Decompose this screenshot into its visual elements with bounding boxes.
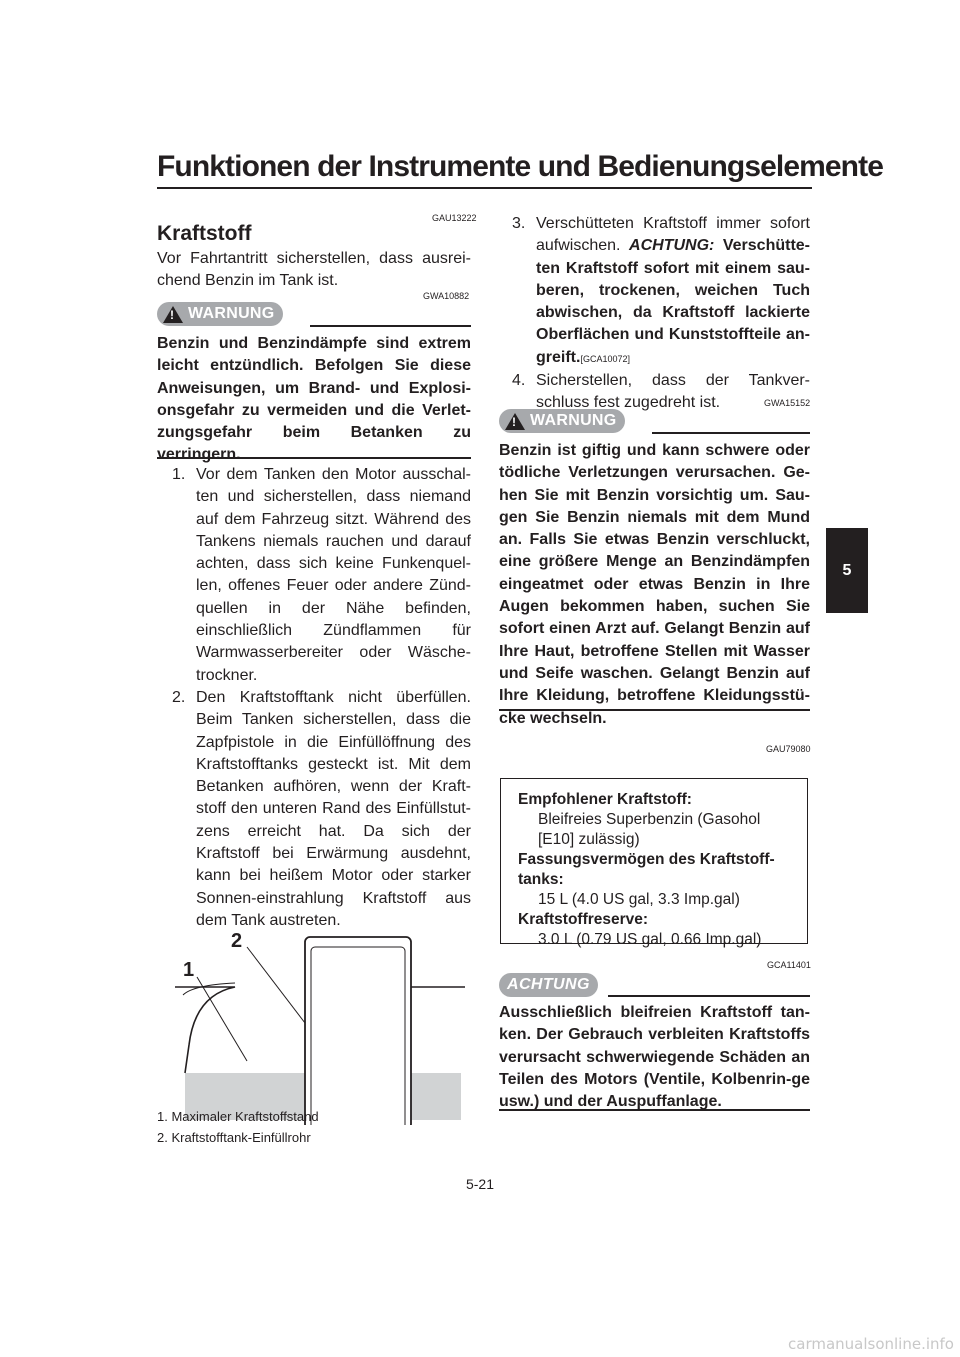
step-4: 4. Sicherstellen, dass der Tankver-schlus… [512, 370, 810, 415]
warning1-header: ! WARNUNG [157, 302, 471, 330]
achtung-inline-label: ACHTUNG: [629, 237, 715, 255]
spec-reserve-value: 3.0 L (0.79 US gal, 0.66 Imp.gal) [538, 931, 762, 948]
warning1-bottom-rule [157, 457, 471, 459]
notice-code: GCA11401 [767, 960, 811, 970]
spec-code: GAU79080 [766, 744, 811, 754]
filler-neck-inner [310, 946, 406, 1125]
spec-fuel-label: Empfohlener Kraftstoff: [518, 791, 692, 808]
notice-header: ACHTUNG [499, 973, 598, 997]
step-1: 1. Vor dem Tanken den Motor ausschal-ten … [172, 464, 471, 687]
warning1-badge: ! WARNUNG [157, 302, 283, 326]
filler-neck-outer [304, 936, 412, 1125]
step-number: 1. [172, 466, 186, 483]
warning2-label: WARNUNG [530, 412, 617, 429]
caption-2: 2. Kraftstofftank-Einfüllrohr [157, 1130, 311, 1145]
intro-text: Vor Fahrtantritt sicherstellen, dass aus… [157, 250, 471, 290]
page-number: 5-21 [465, 1176, 495, 1192]
steps-list-left: 1. Vor dem Tanken den Motor ausschal-ten … [172, 464, 471, 932]
warning2-code: GWA15152 [764, 398, 811, 408]
notice-text: Ausschließlich bleifreien Kraftstoff tan… [499, 1004, 810, 1111]
warning1-text: Benzin und Benzindämpfe sind extrem leic… [157, 335, 471, 464]
warning2-bottom-rule [499, 709, 810, 711]
notice-top-rule [608, 995, 810, 997]
spec-fuel-value-1: Bleifreies Superbenzin (Gasohol [538, 811, 761, 828]
reference-code: [GCA10072] [580, 353, 630, 364]
warning2-top-rule [652, 432, 810, 434]
step-number: 2. [172, 688, 186, 706]
fuel-tank-figure: 1 2 [175, 930, 465, 1125]
step-text: Vor dem Tanken den Motor ausschal-ten un… [196, 466, 471, 684]
warning2-badge: ! WARNUNG [499, 409, 625, 433]
step-text: Den Kraftstofftank nicht überfüllen. Bei… [196, 688, 471, 929]
step-3: 3. Verschütteten Kraftstoff immer sofort … [512, 213, 810, 370]
section-code: GAU13222 [432, 213, 477, 223]
warning-triangle-icon: ! [505, 412, 525, 430]
title-rule [157, 187, 812, 189]
watermark: carmanualsonline.info [788, 1335, 954, 1353]
spec-capacity-label-1: Fassungsvermögen des Kraftstoff- [518, 851, 775, 868]
spec-reserve-label: Kraftstoffreserve: [518, 911, 649, 928]
notice-badge: ACHTUNG [499, 973, 598, 997]
callout-1: 1 [183, 959, 194, 981]
chapter-tab: 5 [826, 528, 868, 613]
callout-2: 2 [231, 930, 242, 952]
tank-edge-outer [175, 986, 236, 1074]
spec-capacity-label-2: tanks: [518, 871, 564, 888]
step-2: 2. Den Kraftstofftank nicht überfüllen. B… [172, 687, 471, 932]
steps-list-right: 3. Verschütteten Kraftstoff immer sofort … [512, 213, 810, 415]
warning1-label: WARNUNG [188, 305, 275, 322]
callout-line-2 [246, 946, 306, 1024]
warning2-text: Benzin ist giftig und kann schwere oder … [499, 442, 810, 727]
spec-capacity-value: 15 L (4.0 US gal, 3.3 Imp.gal) [538, 891, 740, 908]
step-number: 3. [512, 215, 526, 232]
warning2-header: ! WARNUNG [499, 409, 810, 437]
step-number: 4. [512, 372, 526, 390]
spec-fuel-value-2: [E10] zulässig) [538, 831, 640, 848]
figure-captions: 1. Maximaler Kraftstoffstand 2. Kraftsto… [157, 1106, 319, 1148]
callout-line-1 [196, 976, 248, 1062]
warning1-top-rule [310, 325, 471, 327]
section-heading: Kraftstoff [157, 222, 252, 245]
warning1-code: GWA10882 [423, 291, 470, 301]
notice-bottom-rule [499, 1109, 810, 1111]
warning-triangle-icon: ! [163, 305, 183, 323]
page-title: Funktionen der Instrumente und Bedienung… [157, 150, 884, 183]
tank-edge-inner [182, 982, 236, 996]
fuel-spec-box: Empfohlener Kraftstoff: Bleifreies Super… [500, 778, 808, 948]
achtung-inline-text: Verschütte-ten Kraftstoff sofort mit ein… [536, 237, 810, 366]
step-text: Verschütteten Kraftstoff immer sofort au… [536, 215, 810, 255]
caption-1: 1. Maximaler Kraftstoffstand [157, 1109, 319, 1124]
step-text: Sicherstellen, dass der Tankver-schluss … [536, 372, 810, 412]
